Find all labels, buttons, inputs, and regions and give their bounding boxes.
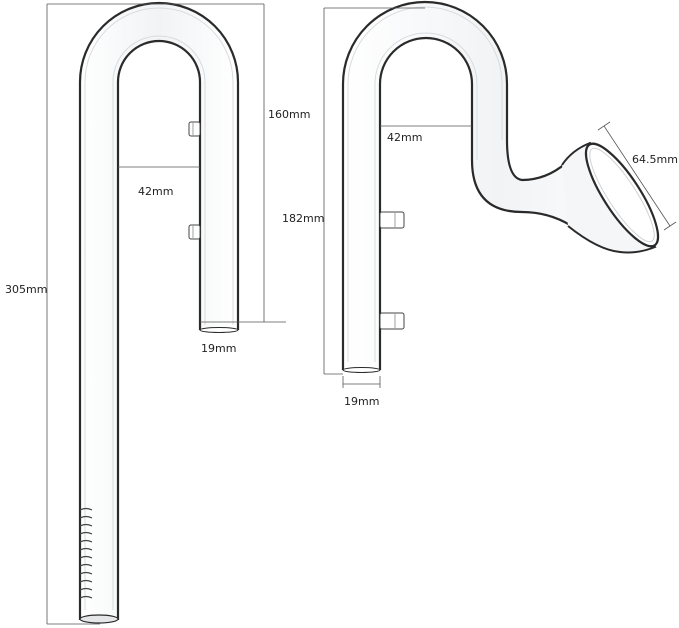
outflow-outlet-mouth-inner [589, 147, 655, 243]
inflow-dimension-lines [46, 3, 286, 625]
label-outflow-outlet-diameter: 64.5mm [632, 153, 678, 166]
outflow-pipe-body [343, 2, 655, 370]
label-inflow-leg-spacing: 42mm [138, 185, 174, 198]
outflow-pipe-outer-wall [341, 0, 567, 370]
outflow-pipe [341, 0, 660, 373]
outflow-dimension-lines [323, 7, 677, 388]
outflow-mount-knob-lower [379, 312, 405, 330]
label-inflow-tube-diameter: 19mm [201, 342, 237, 355]
inflow-intake-slots [79, 507, 93, 599]
inflow-mount-knob-upper [188, 121, 201, 137]
inflow-pipe-inner-wall [116, 39, 202, 620]
inflow-pipe [78, 1, 240, 624]
inflow-bottom-opening [79, 614, 119, 624]
outflow-pipe-glass-highlight [347, 6, 503, 362]
label-outflow-tube-diameter: 19mm [344, 395, 380, 408]
outflow-bottom-opening [342, 367, 381, 373]
inflow-pipe-body [80, 3, 238, 620]
label-inflow-short-leg-height: 160mm [268, 108, 311, 121]
inflow-pipe-glass-highlight [84, 7, 234, 610]
outflow-pipe-glass-highlight-inner [374, 32, 478, 362]
label-outflow-leg-spacing: 42mm [387, 131, 423, 144]
inflow-short-leg-opening [199, 327, 239, 333]
label-inflow-total-height: 305mm [5, 283, 48, 296]
inflow-mount-knob-lower [188, 224, 201, 240]
outflow-outlet-mouth [584, 142, 660, 248]
label-outflow-height: 182mm [282, 212, 325, 225]
outflow-pipe-inner-wall [378, 36, 571, 370]
inflow-pipe-outer-wall [78, 1, 240, 620]
inflow-pipe-glass-highlight-inner [112, 35, 206, 610]
outflow-mount-knob-upper [379, 211, 405, 229]
dim-line-64-5 [603, 125, 671, 227]
